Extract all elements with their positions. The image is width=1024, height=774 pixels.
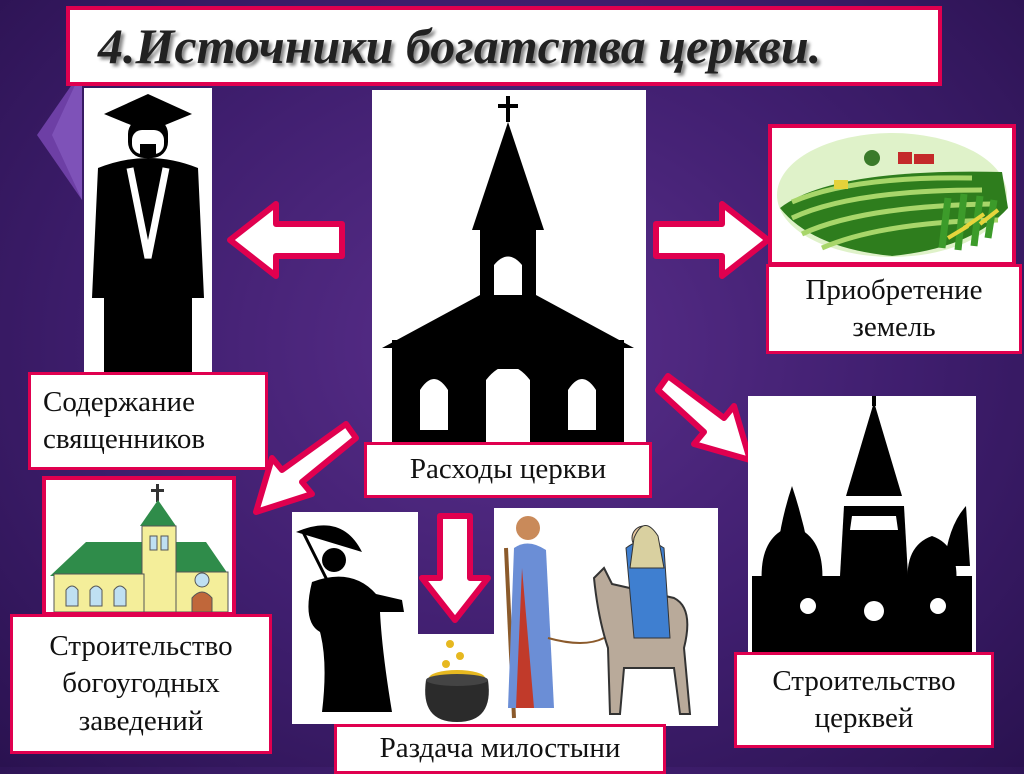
label-church-expenses: Расходы церкви [364,442,652,498]
arrow-to-churches [655,373,753,463]
label-church-expenses-text: Расходы церкви [409,453,607,486]
label-alms: Раздача милостыни [334,724,666,774]
label-churches: Строительство церквей [734,652,994,748]
page-title: 4.Источники богатства церкви. [66,6,942,86]
label-alms-text: Раздача милостыни [379,732,621,765]
label-land: Приобретение земель [766,264,1022,354]
arrow-to-charity-buildings [253,421,359,515]
priest-image [84,88,212,373]
arrow-to-land [653,201,771,279]
decorative-triangle [37,70,82,200]
travelers-image [494,508,718,726]
label-charity-buildings: Строительство богоугодных заведений [10,614,272,754]
charity-building-image [42,476,236,616]
pot-of-gold-image [416,634,498,726]
label-priests: Содержание священников [28,372,268,470]
farmland-image [768,124,1016,266]
rich-man-image [292,512,418,724]
label-churches-text: Строительство церквей [772,664,956,734]
church-image [372,90,646,445]
label-charity-buildings-text: Строительство богоугодных заведений [49,630,233,737]
arrow-to-priests [227,201,345,279]
label-land-text: Приобретение земель [805,273,983,343]
label-priests-text: Содержание священников [43,385,206,455]
cathedral-image [748,396,976,656]
arrow-to-alms [419,513,491,623]
